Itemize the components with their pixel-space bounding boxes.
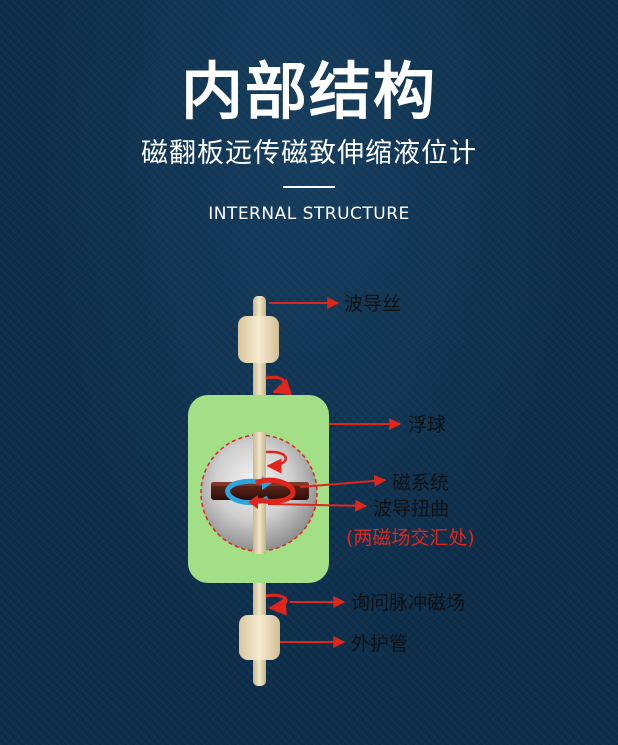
label-outer-tube: 外护管 (351, 633, 408, 655)
page-subtitle: 磁翻板远传磁致伸缩液位计 (141, 138, 477, 169)
label-float: 浮球 (408, 414, 446, 436)
label-waveguide-wire: 波导丝 (344, 293, 401, 315)
title-divider (283, 186, 335, 188)
red-swirl-arrow-icon (248, 477, 296, 509)
bottom-tube-cap (239, 615, 280, 660)
callout-arrows (267, 297, 402, 648)
label-interrogation-field: 询问脉冲磁场 (351, 592, 465, 614)
inner-rotation-arrow-icon (265, 450, 287, 474)
page-title: 内部结构 (180, 55, 437, 128)
label-magnet-system: 磁系统 (392, 472, 449, 494)
arrow-magnet-system (299, 474, 387, 488)
top-rotation-arrow-icon (265, 375, 293, 396)
top-tube-cap (238, 316, 279, 363)
bottom-rotation-arrow-icon (265, 593, 288, 616)
label-waveguide-twist: 波导扭曲 (373, 498, 449, 520)
arrow-waveguide-twist (267, 499, 368, 512)
english-title: INTERNAL STRUCTURE (208, 204, 410, 224)
label-twist-note: (两磁场交汇处) (346, 527, 475, 549)
